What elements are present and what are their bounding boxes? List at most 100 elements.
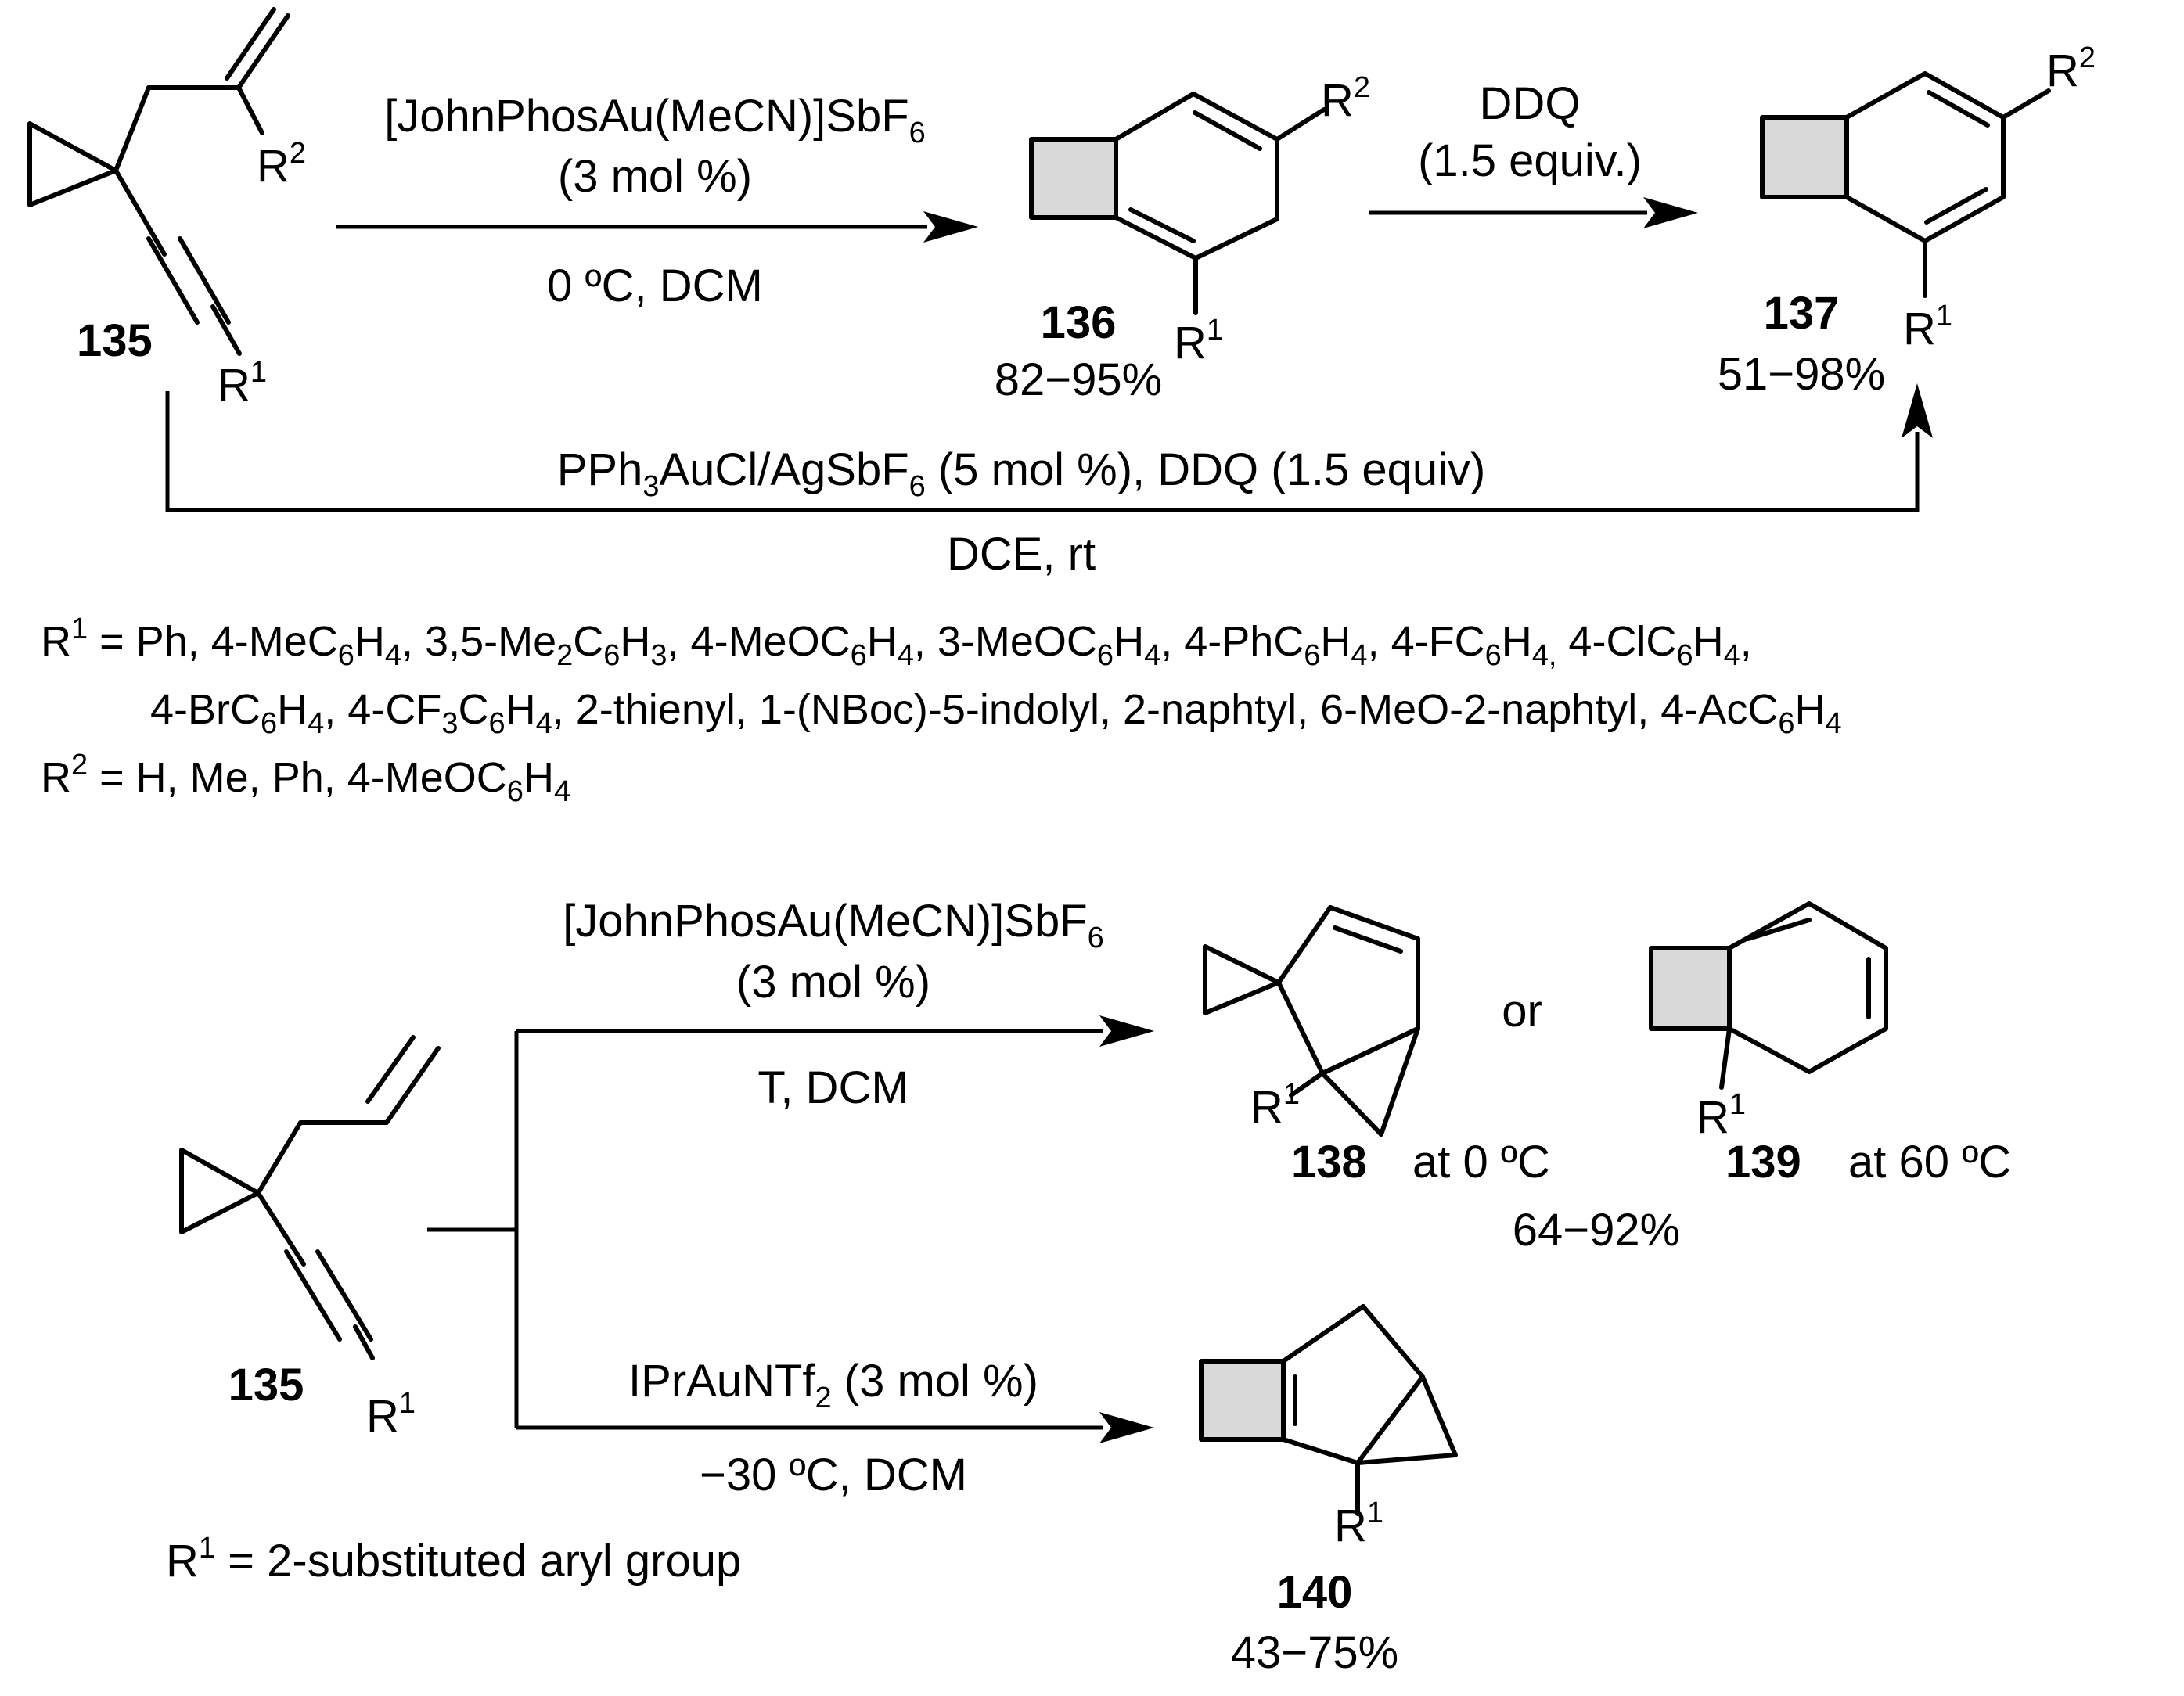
substituent-text-segment: H — [1693, 618, 1724, 665]
compound-137-yield: 51−98% — [1718, 349, 1885, 400]
substituent-text-segment: , — [1740, 618, 1752, 665]
structure-135-bottom — [179, 1035, 441, 1360]
substituent-text-segment: R — [41, 754, 71, 801]
compound-138-label: 138 — [1291, 1137, 1367, 1188]
substituent-text-segment: H — [277, 686, 308, 733]
step1-conditions: 0 ºC, DCM — [547, 261, 763, 311]
or-text: or — [1502, 986, 1542, 1037]
r1-label-139: R1 — [1696, 1088, 1746, 1143]
substituent-text-segment: 6 — [1097, 639, 1114, 672]
direct-route-reagents: PPh3AuCl/AgSbF6 (5 mol %), DDQ (1.5 equi… — [557, 444, 1486, 503]
compound-140-yield: 43−75% — [1231, 1627, 1398, 1678]
substituent-text-segment: 4 — [1351, 639, 1367, 672]
compound-137-label: 137 — [1764, 288, 1840, 339]
substituent-text-segment: 4, — [1532, 639, 1557, 672]
substituent-text-segment: , 4-CF — [324, 686, 441, 733]
substituent-text-segment: , 4-PhC — [1160, 618, 1304, 665]
substituent-text-segment: H — [506, 686, 536, 733]
substituent-text-segment: , 3-MeOC — [914, 618, 1097, 665]
compound-138-temp: at 0 ºC — [1412, 1137, 1550, 1188]
substituent-text-segment: , 4-MeOC — [667, 618, 851, 665]
lower-reagent: IPrAuNTf2 (3 mol %) — [628, 1356, 1038, 1414]
substituent-text-segment: C — [458, 686, 488, 733]
arrow-136-to-137 — [1369, 197, 1698, 228]
substituent-text-segment: 6 — [261, 707, 277, 740]
r2-label-136: R2 — [1321, 71, 1370, 126]
arrow-135-to-137-direct — [165, 383, 1933, 512]
yield-138-139: 64−92% — [1513, 1205, 1680, 1256]
substituent-text-segment: H — [620, 618, 650, 665]
compound-140-label: 140 — [1277, 1567, 1353, 1618]
substituent-text-segment: H — [1320, 618, 1351, 665]
substituent-text-segment: H — [1114, 618, 1144, 665]
substituent-text-segment: 6 — [507, 775, 524, 808]
substituent-text-segment: 6 — [603, 639, 620, 672]
substituent-text-segment: 4 — [385, 639, 401, 672]
substituent-text-segment: 2 — [71, 749, 88, 782]
substituent-text-segment: 6 — [1778, 707, 1794, 740]
arrow-135-to-136 — [336, 211, 978, 243]
r1-note: R1 = 2-substituted aryl group — [166, 1532, 741, 1586]
substituent-text-segment: C — [573, 618, 603, 665]
substituent-text-segment: , 2-thienyl, 1-(NBoc)-5-indolyl, 2-napht… — [552, 686, 1779, 733]
substituent-text-segment: 6 — [851, 639, 867, 672]
substituent-text-segment: , 4-FC — [1368, 618, 1485, 665]
r1-label-137: R1 — [1903, 300, 1952, 354]
substituent-text-segment: H — [354, 618, 385, 665]
upper-reagent-line2: (3 mol %) — [736, 957, 930, 1008]
r1-label-140: R1 — [1334, 1497, 1383, 1551]
substituent-text-segment: = H, Me, Ph, 4-MeOC — [88, 754, 507, 801]
substituent-text-segment: 3 — [441, 707, 458, 740]
r1-label-135: R1 — [218, 356, 267, 411]
step1-reagent-line1: [JohnPhosAu(MeCN)]SbF6 — [384, 91, 926, 149]
structure-138 — [1203, 905, 1420, 1137]
r2-label-135: R2 — [257, 137, 306, 192]
compound-136-yield: 82−95% — [995, 354, 1162, 405]
step1-reagent-line2: (3 mol %) — [558, 151, 752, 202]
compound-139-label: 139 — [1725, 1137, 1801, 1188]
substituent-text-segment: 4-ClC — [1556, 618, 1676, 665]
substituent-text-segment: 1 — [71, 613, 88, 645]
r1-substituents-line2: 4-BrC6H4, 4-CF3C6H4, 2-thienyl, 1-(NBoc)… — [150, 686, 1842, 740]
substituent-text-segment: = Ph, 4-MeC — [88, 618, 338, 665]
substituent-text-segment: H — [1794, 686, 1825, 733]
structure-136 — [1029, 92, 1326, 315]
r2-substituents: R2 = H, Me, Ph, 4-MeOC6H4 — [41, 749, 570, 808]
compound-135-bottom-label: 135 — [228, 1360, 304, 1410]
substituent-text-segment: 6 — [1304, 639, 1320, 672]
arrow-branch — [427, 1015, 1154, 1443]
structure-137 — [1760, 71, 2051, 298]
r1-label-136: R1 — [1174, 314, 1223, 368]
structure-139 — [1649, 901, 1888, 1090]
substituent-text-segment: 4 — [554, 775, 570, 808]
substituent-text-segment: 6 — [1676, 639, 1693, 672]
compound-136-label: 136 — [1041, 297, 1117, 348]
substituent-text-segment: 2 — [556, 639, 573, 672]
substituent-text-segment: R — [41, 618, 71, 665]
substituent-text-segment: H — [524, 754, 554, 801]
substituent-text-segment: 4 — [536, 707, 552, 740]
substituent-text-segment: H — [1502, 618, 1532, 665]
substituent-text-segment: 3 — [650, 639, 667, 672]
r2-label-137: R2 — [2046, 41, 2096, 96]
substituent-text-segment: 6 — [488, 707, 505, 740]
substituent-text-segment: 4 — [1144, 639, 1160, 672]
substituent-text-segment: 4-BrC — [150, 686, 261, 733]
substituent-text-segment: , 3,5-Me — [401, 618, 556, 665]
upper-reagent-line1: [JohnPhosAu(MeCN)]SbF6 — [563, 896, 1104, 954]
step2-reagent-line1: DDQ — [1480, 78, 1581, 129]
direct-route-conditions: DCE, rt — [947, 529, 1096, 580]
r1-substituents-line1: R1 = Ph, 4-MeC6H4, 3,5-Me2C6H3, 4-MeOC6H… — [41, 613, 1752, 672]
lower-conditions: −30 ºC, DCM — [700, 1450, 967, 1500]
substituent-text-segment: 4 — [1825, 707, 1841, 740]
step2-reagent-line2: (1.5 equiv.) — [1418, 135, 1642, 186]
substituent-text-segment: 6 — [338, 639, 354, 672]
r1-label-135-bottom: R1 — [366, 1387, 416, 1442]
substituent-text-segment: H — [867, 618, 898, 665]
substituent-text-segment: 4 — [1724, 639, 1740, 672]
compound-135-label: 135 — [77, 315, 153, 366]
substituent-text-segment: 4 — [898, 639, 914, 672]
substituent-text-segment: 6 — [1485, 639, 1502, 672]
compound-139-temp: at 60 ºC — [1848, 1137, 2011, 1188]
